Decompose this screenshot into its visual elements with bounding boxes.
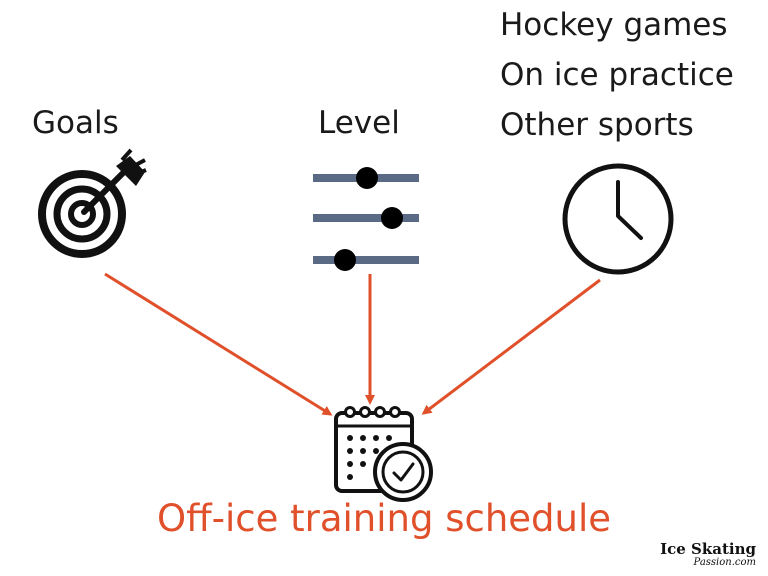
time-factors-list: Hockey games On ice practice Other sport… [500,0,734,150]
calendar-clock-icon [334,406,433,502]
time-factor-item: Hockey games [500,7,728,43]
level-label: Level [318,105,400,141]
time-factor-item: Other sports [500,107,694,143]
logo-line-2: Passion.com [693,557,756,568]
clock-icon [562,163,674,275]
arrow-time-to-schedule [421,278,601,415]
target-arrow-icon [38,148,147,258]
goals-label: Goals [32,105,119,141]
schedule-title: Off-ice training schedule [156,497,612,540]
site-logo: Ice Skating Passion.com [660,541,756,568]
time-factor-item: On ice practice [500,57,734,93]
arrow-goals-to-schedule [104,272,333,416]
logo-line-1: Ice Skating [660,540,756,558]
slider-levels-icon [313,167,419,271]
